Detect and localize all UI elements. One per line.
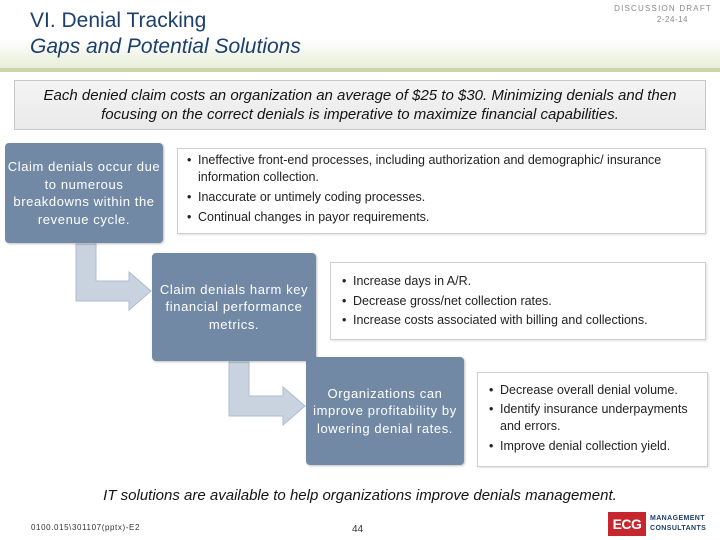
bullet-item: Identify insurance underpayments and err… [486,401,703,435]
bullet-box-causes: Ineffective front-end processes, includi… [177,148,706,234]
company-logo: ECG MANAGEMENT CONSULTANTS [608,512,718,538]
bent-arrow-icon [228,361,306,427]
bullet-item: Increase days in A/R. [339,272,701,292]
logo-mark: ECG [608,512,646,536]
bullet-item: Ineffective front-end processes, includi… [184,152,701,186]
bullet-box-impact: Increase days in A/R. Decrease gross/net… [330,262,706,340]
page-title: VI. Denial Tracking [30,9,207,32]
bullet-item: Increase costs associated with billing a… [339,311,701,331]
bullet-item: Decrease overall denial volume. [486,381,703,401]
page-subtitle: Gaps and Potential Solutions [30,35,301,58]
bent-arrow-icon [75,243,152,312]
step-label: Claim denials harm key financial perform… [159,281,309,332]
step-label: Organizations can improve profitability … [313,385,457,436]
bullet-item: Continual changes in payor requirements. [184,208,701,228]
step-label: Claim denials occur due to numerous brea… [7,159,161,227]
page-number: 44 [352,524,364,535]
step-box-causes: Claim denials occur due to numerous brea… [5,143,163,243]
summary-text: IT solutions are available to help organ… [103,487,617,504]
bullet-item: Decrease gross/net collection rates. [339,292,701,312]
draft-date: 2-24-14 [656,15,688,24]
header-band [0,0,720,70]
draft-label: DISCUSSION DRAFT [614,4,712,13]
logo-text-line1: MANAGEMENT [650,515,705,522]
bullet-item: Inaccurate or untimely coding processes. [184,188,701,208]
document-id: 0100.015\301107(pptx)-E2 [31,523,140,532]
step-box-impact: Claim denials harm key financial perform… [152,253,316,361]
header-divider [0,68,720,72]
intro-callout: Each denied claim costs an organization … [14,80,706,130]
logo-text-line2: CONSULTANTS [650,525,707,532]
bullet-item: Improve denial collection yield. [486,437,703,457]
bullet-box-improvement: Decrease overall denial volume. Identify… [477,372,708,467]
step-box-improvement: Organizations can improve profitability … [306,357,464,465]
